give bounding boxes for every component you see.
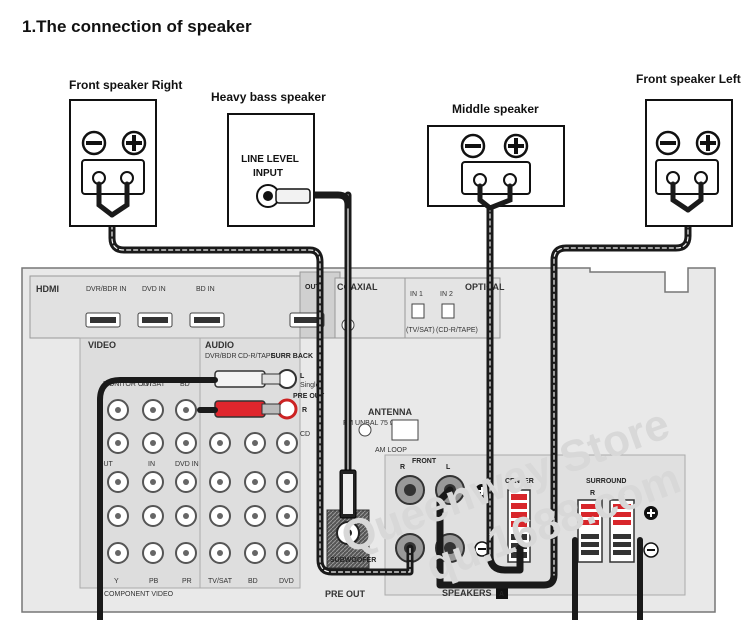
optical-port-2[interactable] — [441, 303, 455, 319]
heavy-bass-speaker: LINE LEVEL INPUT — [227, 113, 315, 227]
surround-l-label: L — [620, 490, 625, 497]
video-out-label: OUT — [98, 461, 114, 468]
speaker-leads — [96, 181, 704, 218]
label-middle-speaker: Middle speaker — [452, 102, 539, 116]
bottom-bd-label: BD — [248, 578, 258, 585]
audio-cd-label: CD — [300, 431, 310, 438]
hdmi-bd-in-label: BD IN — [196, 286, 215, 293]
surround-plus-icon — [644, 506, 658, 520]
surr-back-r-label: R — [302, 407, 307, 414]
speaker-cables — [97, 186, 692, 620]
bottom-tv-sat-label: TV/SAT — [208, 578, 233, 585]
fm-antenna-jack[interactable] — [358, 423, 372, 437]
video-tv-sat-label: TV/SAT — [141, 381, 166, 388]
speakers-a-letter: A — [499, 591, 504, 598]
optical-in2-label: IN 2 — [440, 291, 453, 298]
video-dvd-in-label: DVD IN — [175, 461, 199, 468]
surround-r-label: R — [590, 490, 595, 497]
front-r-label: R — [400, 464, 405, 471]
hdmi-dvr-bdr-in-label: DVR/BDR IN — [86, 286, 126, 293]
optical-in1-label: IN 1 — [410, 291, 423, 298]
input-text: INPUT — [253, 168, 283, 179]
component-video-label: COMPONENT VIDEO — [104, 591, 174, 598]
component-pb-label: PB — [149, 578, 159, 585]
front-l-label: L — [446, 464, 451, 471]
monitor-out-label: MONITOR OUT — [103, 381, 153, 388]
surr-back-l-label: L — [300, 373, 305, 380]
white-rca-plug — [214, 370, 281, 388]
diagram-title: 1.The connection of speaker — [22, 17, 252, 36]
surr-back-rca-jacks — [276, 369, 298, 420]
speakers-a-label: SPEAKERS — [442, 588, 492, 598]
surr-back-single-label: Single — [300, 382, 320, 389]
front-terminal-label: FRONT — [412, 458, 437, 465]
surr-back-label: SURR BACK — [271, 353, 313, 360]
optical-label: OPTICAL — [465, 282, 505, 292]
label-front-speaker-left: Front speaker Left — [636, 72, 741, 86]
antenna-label: ANTENNA — [368, 407, 412, 417]
optical-cd-r-tape-label: (CD-R/TAPE) — [436, 327, 478, 334]
audio-cd-r-tape-label: CD-R/TAPE — [238, 353, 276, 360]
surround-terminal-label: SURROUND — [586, 478, 626, 485]
fm-unbal-label: FM UNBAL 75 Ω — [343, 420, 395, 427]
component-pr-label: PR — [182, 578, 192, 585]
am-loop-terminal[interactable] — [391, 419, 419, 441]
front-left-speaker — [645, 99, 733, 227]
label-front-speaker-right: Front speaker Right — [69, 78, 182, 92]
line-level-text: LINE LEVEL — [241, 154, 299, 165]
audio-label: AUDIO — [205, 340, 234, 350]
speakers-a-box — [496, 587, 508, 599]
hdmi-dvd-in-label: DVD IN — [142, 286, 166, 293]
subwoofer-rca-plug — [339, 469, 357, 519]
subwoofer-label: SUBWOOFER — [330, 557, 376, 564]
surr-pre-out-label: PRE OUT — [293, 393, 325, 400]
video-in-label: IN — [148, 461, 155, 468]
center-terminal-label: CENTER — [505, 478, 534, 485]
audio-dvr-bdr-label: DVR/BDR — [205, 353, 237, 360]
component-y-label: Y — [114, 578, 119, 585]
surround-minus-icon — [643, 542, 659, 558]
hdmi-ports — [85, 312, 325, 328]
coaxial-label: COAXIAL — [337, 282, 378, 292]
am-loop-label: AM LOOP — [375, 447, 407, 454]
optical-tv-sat-label: (TV/SAT) — [406, 327, 435, 334]
hdmi-out-label: OUT — [305, 284, 321, 291]
bottom-dvd-label: DVD — [279, 578, 294, 585]
plus-icon — [475, 484, 489, 498]
pre-out-bottom-label: PRE OUT — [325, 589, 366, 599]
middle-speaker — [427, 125, 565, 207]
surround-terminal-block[interactable] — [577, 499, 635, 563]
optical-port-1[interactable] — [411, 303, 425, 319]
hdmi-label: HDMI — [36, 284, 59, 294]
rca-jack-grid — [107, 399, 298, 564]
video-label: VIDEO — [88, 340, 116, 350]
video-bd-label: BD — [180, 381, 190, 388]
label-heavy-bass-speaker: Heavy bass speaker — [211, 90, 326, 104]
front-right-speaker — [69, 99, 157, 227]
